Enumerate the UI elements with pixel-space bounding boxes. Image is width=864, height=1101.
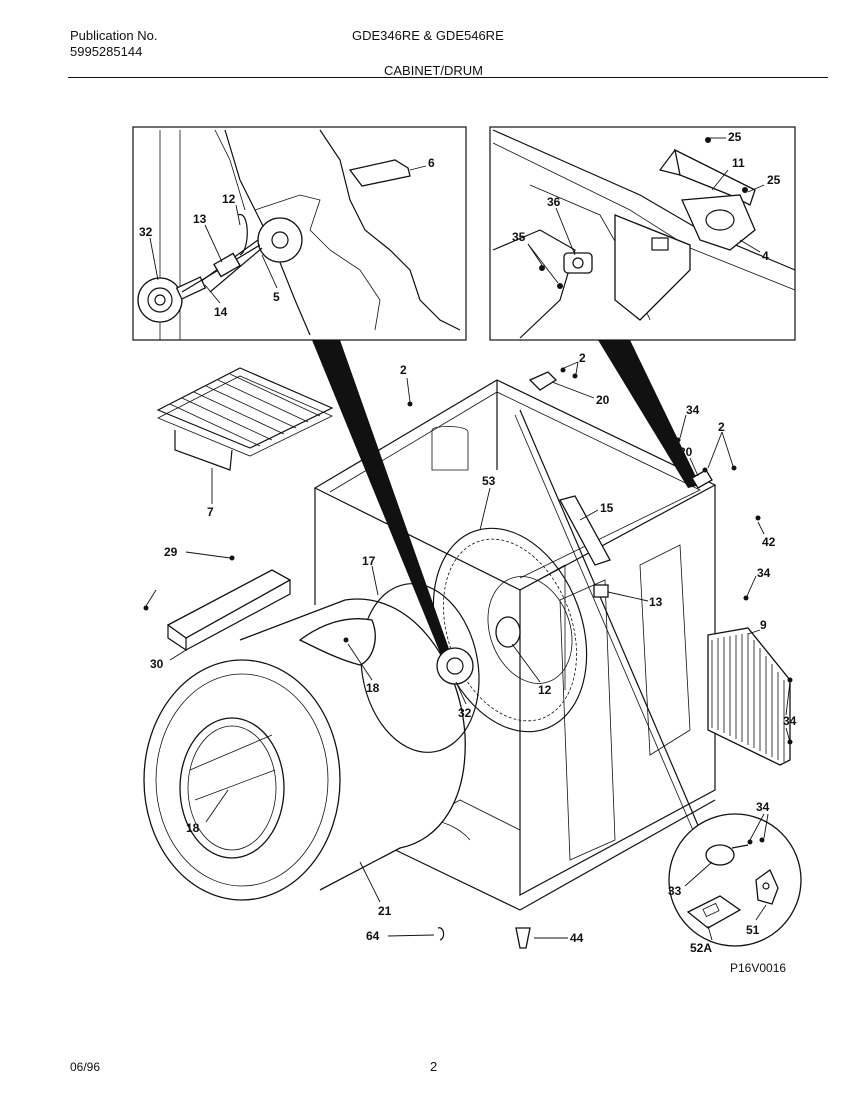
part-label-9: 9 <box>760 618 767 632</box>
part-label-34-top: 34 <box>686 403 700 417</box>
toe-panel <box>143 555 292 652</box>
part-label-42: 42 <box>762 535 776 549</box>
part-label-33: 33 <box>668 884 682 898</box>
part-label-20-far: 20 <box>679 445 693 459</box>
part-label-4: 4 <box>762 249 769 263</box>
footer-date: 06/96 <box>70 1060 101 1074</box>
part-label-35: 35 <box>512 230 526 244</box>
callout-wedge-right <box>598 340 700 488</box>
part-labels: 2 2 20 34 2 20 42 34 9 34 53 15 13 17 29 <box>145 351 797 975</box>
part-label-32: 32 <box>139 225 153 239</box>
callout-wedge-left <box>312 340 460 682</box>
inset-door-switch: 25 11 25 4 36 35 <box>489 126 796 341</box>
part-label-36: 36 <box>547 195 561 209</box>
part-label-5: 5 <box>273 290 280 304</box>
part-label-53: 53 <box>482 474 496 488</box>
part-label-11: 11 <box>732 156 745 170</box>
part-label-12-main: 12 <box>538 683 552 697</box>
part-label-12: 12 <box>222 192 236 206</box>
part-label-30: 30 <box>150 657 164 671</box>
part-label-25-side: 25 <box>767 173 781 187</box>
part-label-20-top: 20 <box>596 393 610 407</box>
cabinet <box>313 367 793 949</box>
part-label-15: 15 <box>600 501 614 515</box>
part-label-51: 51 <box>746 923 760 937</box>
part-label-18-baffle: 18 <box>366 681 380 695</box>
part-label-17: 17 <box>362 554 376 568</box>
part-label-64: 64 <box>366 929 380 943</box>
part-label-18-drum: 18 <box>186 821 200 835</box>
inset-thermostat <box>668 813 802 947</box>
drum <box>143 583 480 901</box>
part-label-2-right: 2 <box>579 351 586 365</box>
part-label-2-top: 2 <box>400 363 407 377</box>
part-label-52a: 52A <box>690 941 712 955</box>
part-label-14: 14 <box>214 305 228 319</box>
part-label-21: 21 <box>378 904 392 918</box>
page-number: 2 <box>430 1059 438 1074</box>
part-label-32-main: 32 <box>458 706 472 720</box>
figure-code: P16V0016 <box>730 961 786 975</box>
publication-number: 5995285144 <box>70 44 143 59</box>
part-label-7: 7 <box>207 505 214 519</box>
part-label-13: 13 <box>193 212 207 226</box>
model-numbers: GDE346RE & GDE546RE <box>352 28 504 43</box>
part-label-34-thermostat: 34 <box>756 800 770 814</box>
part-label-34-side: 34 <box>757 566 771 580</box>
section-title: CABINET/DRUM <box>384 63 483 78</box>
part-label-25-top: 25 <box>728 130 742 144</box>
header-rule <box>68 77 828 78</box>
part-label-2-far: 2 <box>718 420 725 434</box>
part-label-6: 6 <box>428 156 435 170</box>
part-label-34-grille: 34 <box>783 714 797 728</box>
publication-label: Publication No. <box>70 28 158 43</box>
inset-drum-bearing: 6 12 13 32 14 5 <box>132 126 467 341</box>
part-label-29: 29 <box>164 545 178 559</box>
part-label-44: 44 <box>570 931 584 945</box>
part-label-13-main: 13 <box>649 595 663 609</box>
drying-rack: 7 <box>156 367 334 519</box>
